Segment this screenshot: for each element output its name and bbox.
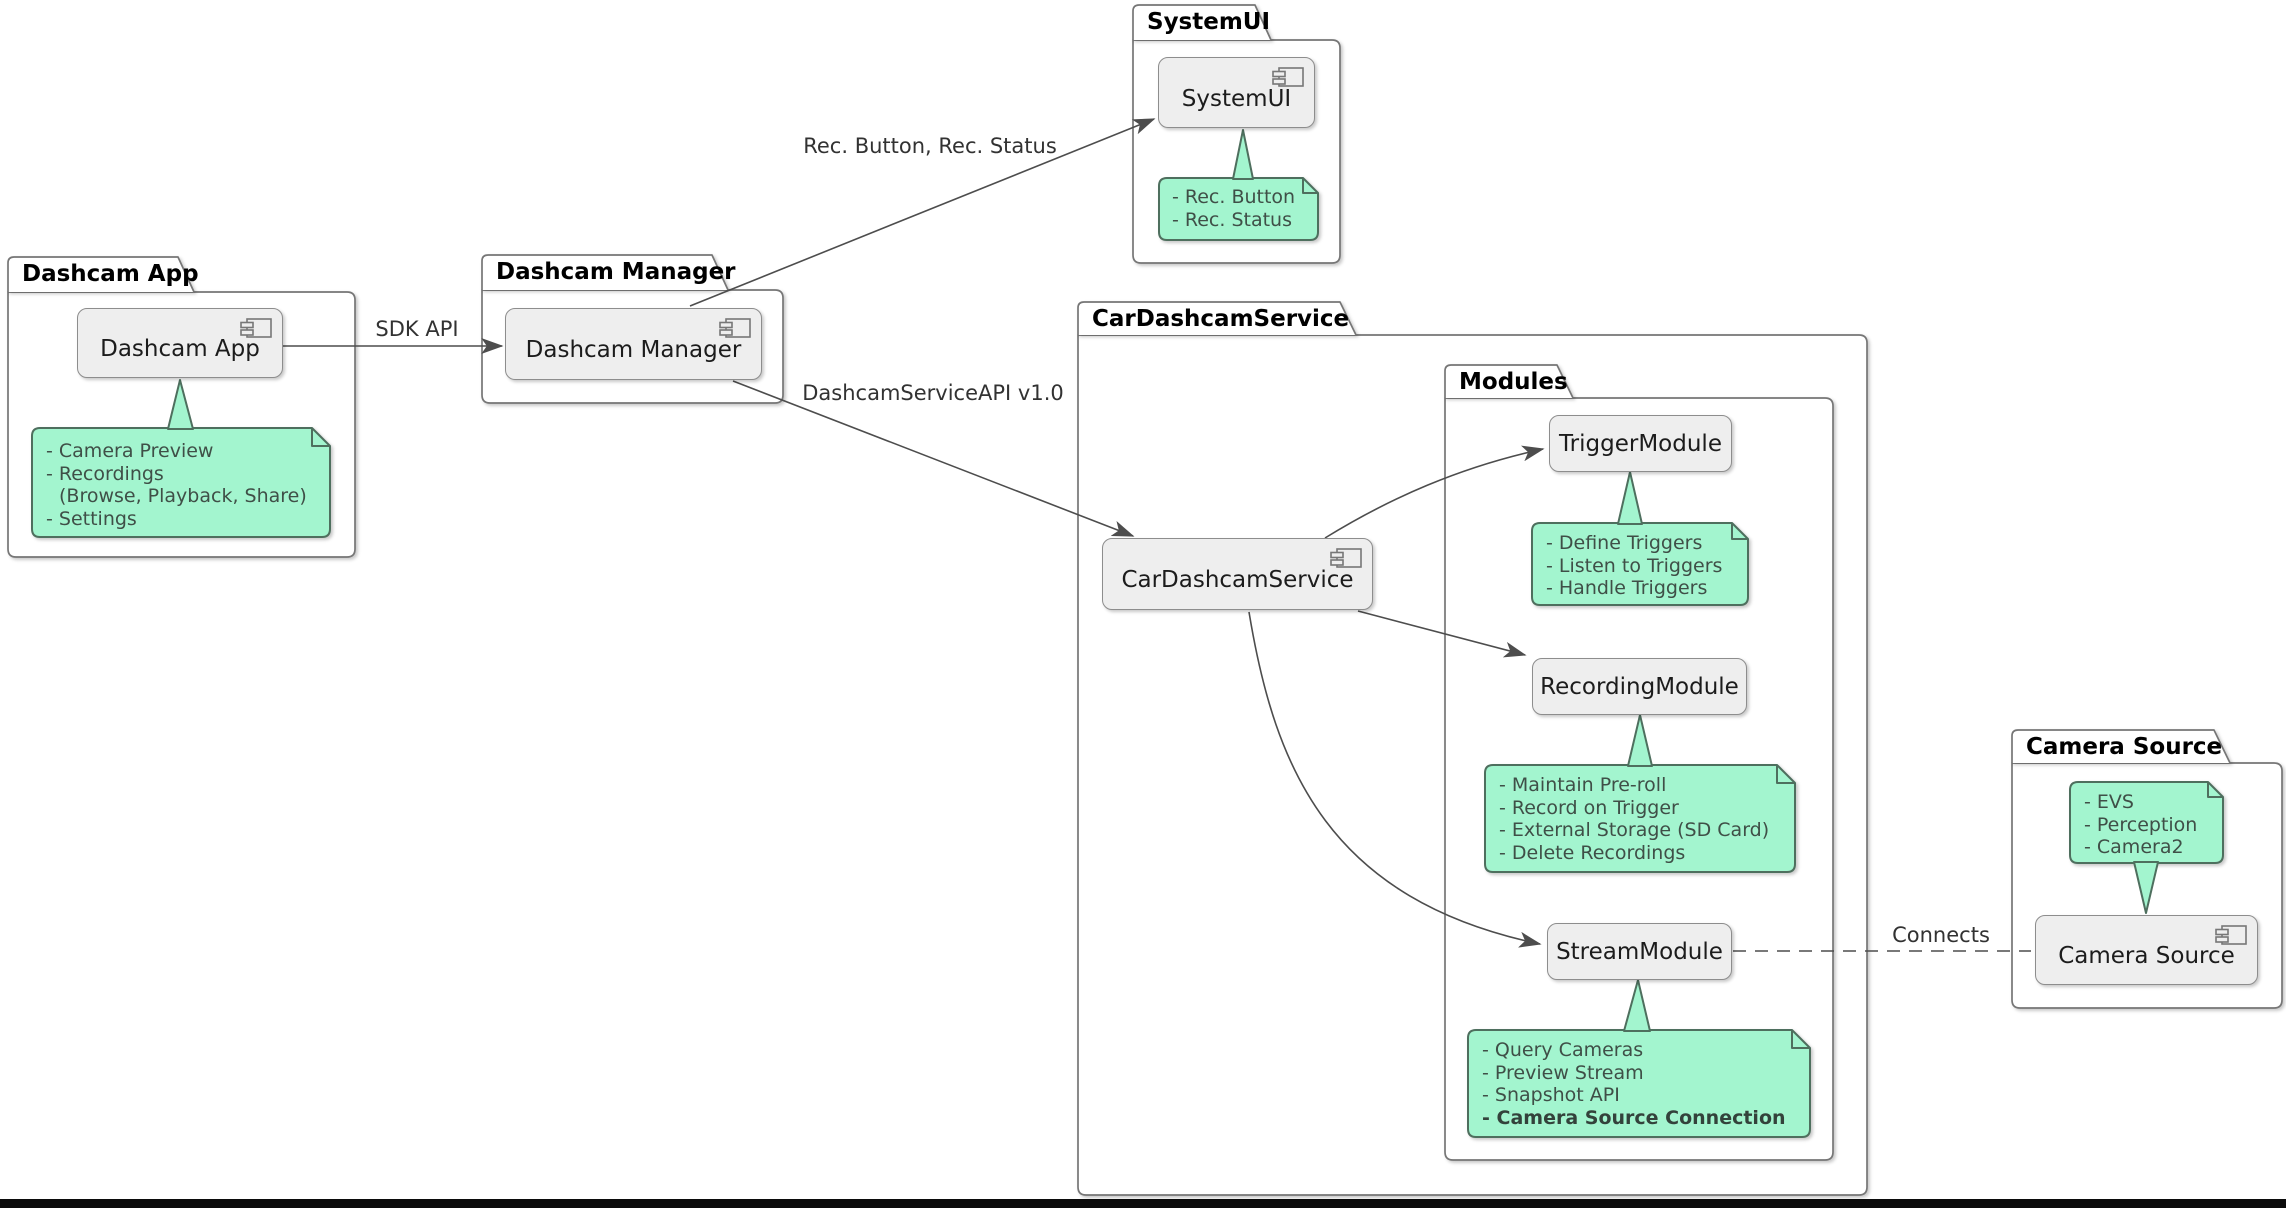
note-systemui <box>1158 129 1319 241</box>
note-text-stream-module: - Query Cameras - Preview Stream - Snaps… <box>1482 1039 1786 1129</box>
package-title-cardashcamservice: CarDashcamService <box>1092 306 1350 332</box>
component-dashcam-manager: Dashcam Manager <box>505 308 762 380</box>
note-line: - External Storage (SD Card) <box>1499 819 1770 841</box>
component-trigger-module: TriggerModule <box>1549 415 1732 472</box>
note-line: - Perception <box>2084 813 2198 836</box>
component-dashcam-app: Dashcam App <box>77 308 283 378</box>
component-recording-module: RecordingModule <box>1532 658 1747 715</box>
arrow-manager-to-service <box>732 380 1135 537</box>
note-stream-module <box>1467 979 1811 1138</box>
note-text-camera-source: - EVS - Perception - Camera2 <box>2084 791 2197 859</box>
arrow-service-to-trigger <box>1324 445 1545 539</box>
component-icon <box>2215 925 2247 945</box>
arrow-service-to-stream <box>1248 611 1542 948</box>
component-camera-source: Camera Source <box>2035 915 2258 985</box>
edge-label-connects: Connects <box>1892 923 1990 947</box>
note-line: - Preview Stream <box>1482 1061 1644 1084</box>
note-line: - Define Triggers <box>1546 532 1703 554</box>
note-line: (Browse, Playback, Share) <box>59 485 307 507</box>
component-systemui: SystemUI <box>1158 57 1315 128</box>
note-line: - Delete Recordings <box>1499 841 1686 864</box>
component-icon <box>719 318 751 338</box>
note-line: - Settings <box>46 507 137 530</box>
note-line: - Handle Triggers <box>1546 577 1708 599</box>
component-label: Dashcam Manager <box>525 337 742 363</box>
edge-label-dashcam-service-api: DashcamServiceAPI v1.0 <box>802 381 1064 405</box>
package-title-dashcam-app: Dashcam App <box>22 261 199 287</box>
arrow-service-to-recording <box>1357 610 1527 658</box>
package-title-systemui: SystemUI <box>1147 9 1271 35</box>
component-label: CarDashcamService <box>1121 567 1354 593</box>
note-recording-module <box>1484 714 1796 873</box>
component-label: RecordingModule <box>1540 673 1739 700</box>
note-line: - Camera2 <box>2084 836 2184 858</box>
note-line: - Recordings <box>46 462 164 485</box>
component-label: StreamModule <box>1556 938 1723 965</box>
bottom-window-edge <box>0 1199 2286 1208</box>
note-line: - EVS <box>2084 791 2134 813</box>
component-icon <box>1272 67 1304 87</box>
package-title-modules: Modules <box>1459 369 1568 395</box>
note-trigger-module <box>1531 471 1749 606</box>
note-line: - Query Cameras <box>1482 1039 1644 1061</box>
component-label: Camera Source <box>2058 943 2235 969</box>
note-camera-source <box>2069 781 2224 914</box>
note-line: - Listen to Triggers <box>1546 554 1723 577</box>
edge-label-rec-button-status: Rec. Button, Rec. Status <box>803 134 1057 158</box>
component-label: TriggerModule <box>1559 430 1722 457</box>
note-text-dashcam-app: - Camera Preview - Recordings (Browse, P… <box>46 440 307 530</box>
package-title-dashcam-manager: Dashcam Manager <box>496 259 736 285</box>
component-stream-module: StreamModule <box>1547 923 1732 980</box>
note-line: - Snapshot API <box>1482 1084 1620 1106</box>
note-line: - Rec. Button <box>1172 186 1296 208</box>
arrow-manager-to-systemui <box>689 118 1156 307</box>
component-label: SystemUI <box>1181 85 1292 112</box>
note-text-trigger-module: - Define Triggers - Listen to Triggers -… <box>1546 532 1722 600</box>
note-line: - Camera Source Connection <box>1482 1106 1786 1129</box>
note-line: - Camera Preview <box>46 440 214 462</box>
note-text-recording-module: - Maintain Pre-roll - Record on Trigger … <box>1499 774 1769 864</box>
note-text-systemui: - Rec. Button - Rec. Status <box>1172 186 1295 231</box>
edge-label-sdk-api: SDK API <box>375 317 459 341</box>
component-cardashcamservice: CarDashcamService <box>1102 538 1373 610</box>
component-icon <box>1330 548 1362 568</box>
note-line: - Rec. Status <box>1172 208 1293 231</box>
component-icon <box>240 318 272 338</box>
note-line: - Maintain Pre-roll <box>1499 774 1667 796</box>
package-title-camera-source: Camera Source <box>2026 734 2223 760</box>
component-label: Dashcam App <box>100 336 260 362</box>
note-dashcam-app <box>31 379 331 538</box>
note-line: - Record on Trigger <box>1499 796 1679 819</box>
